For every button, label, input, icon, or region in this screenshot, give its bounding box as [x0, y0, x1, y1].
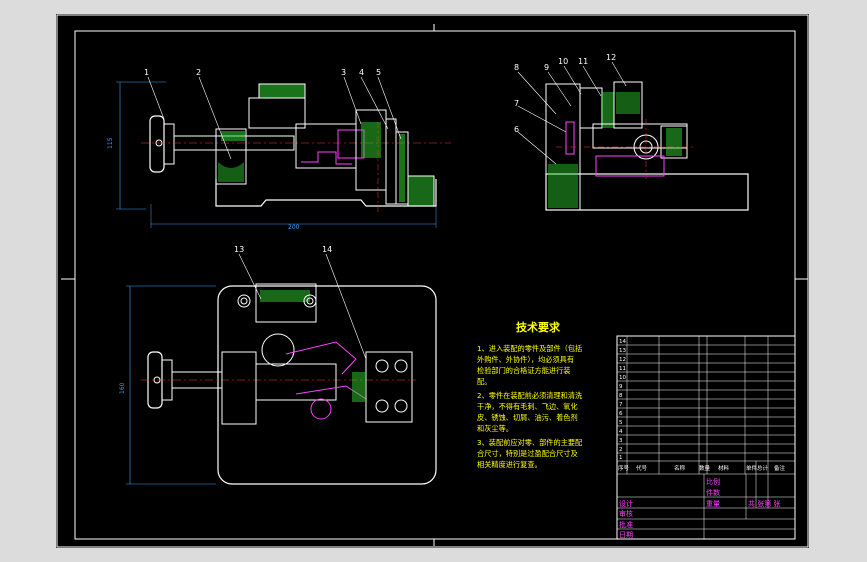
- balloon-13: 13: [234, 245, 244, 254]
- inner-frame: [74, 30, 796, 540]
- tech-line: 和灰尘等。: [477, 424, 513, 433]
- tech-line: 2、零件在装配前必须清理和清洗: [477, 391, 582, 400]
- balloon-6: 6: [514, 125, 519, 134]
- row-number: 6: [619, 411, 623, 417]
- tb-label: 比例: [706, 477, 720, 486]
- header-cell: 单件: [746, 464, 758, 472]
- tb-label: 日期: [619, 531, 633, 539]
- tech-line: 干净，不得有毛刺、飞边、氧化: [477, 402, 578, 411]
- tech-line: 皮、锈蚀、切屑、油污、着色剂: [477, 413, 578, 422]
- tech-line: 1、进入装配的零件及部件（包括: [477, 344, 582, 353]
- dim-front-width: 200: [288, 224, 300, 231]
- tech-line: 3、装配前应对零、部件的主要配: [477, 438, 582, 447]
- balloon-14: 14: [322, 245, 332, 254]
- row-number: 14: [619, 339, 626, 345]
- tb-label: 审核: [619, 509, 633, 518]
- tb-label: 批准: [619, 520, 633, 529]
- header-cell: 名称: [674, 464, 686, 472]
- row-number: 13: [619, 348, 626, 354]
- header-cell: 材料: [718, 464, 730, 472]
- balloon-7: 7: [514, 99, 519, 108]
- row-number: 9: [619, 384, 623, 390]
- row-number: 8: [619, 393, 623, 399]
- row-number: 2: [619, 447, 623, 453]
- header-cell: 备注: [774, 464, 786, 472]
- drawing-sheet: 115 200: [56, 14, 809, 548]
- front-view: 115 200: [107, 68, 451, 231]
- side-view: 8 9 10 11 12 7 6: [514, 53, 749, 211]
- row-number: 10: [619, 375, 626, 381]
- balloon-12: 12: [606, 53, 616, 62]
- tb-label: 重量: [706, 500, 720, 508]
- row-number: 11: [619, 366, 626, 372]
- row-number: 12: [619, 357, 626, 363]
- drawing-canvas: 115 200: [56, 14, 809, 548]
- dim-top-height: 160: [119, 382, 126, 394]
- header-cell: 数量: [699, 464, 711, 472]
- row-number: 1: [619, 455, 623, 461]
- balloon-4: 4: [359, 68, 364, 77]
- row-number: 4: [619, 429, 623, 435]
- row-number: 5: [619, 420, 623, 426]
- technical-requirements: 技术要求 1、进入装配的零件及部件（包括 外购件、外协件），均必须具有 检验部门…: [477, 320, 582, 469]
- header-cell: 代号: [636, 464, 648, 472]
- row-number: 3: [619, 438, 623, 444]
- tech-line: 检验部门的合格证方能进行装: [477, 366, 570, 375]
- outer-frame: [56, 14, 809, 548]
- balloon-9: 9: [544, 63, 549, 72]
- balloon-8: 8: [514, 63, 519, 72]
- tb-label: 件数: [706, 488, 720, 497]
- tb-label: 设计: [619, 499, 633, 508]
- balloon-10: 10: [558, 57, 568, 66]
- title-block: 14 13 12 11 10 9 8 7 6 5 4 3 2 1 序号 代号 名…: [616, 335, 796, 540]
- dim-front-height: 115: [107, 137, 114, 149]
- row-number: 7: [619, 402, 623, 408]
- balloon-1: 1: [144, 68, 149, 77]
- header-cell: 总计: [757, 464, 769, 472]
- tech-line: 合尺寸，特别是过盈配合尺寸及: [477, 449, 578, 458]
- tech-title: 技术要求: [516, 320, 561, 334]
- tech-line: 相关精度进行复查。: [477, 460, 542, 469]
- balloon-3: 3: [341, 68, 346, 77]
- balloon-2: 2: [196, 68, 201, 77]
- balloon-11: 11: [578, 57, 588, 66]
- tech-line: 配。: [477, 377, 491, 386]
- tech-line: 外购件、外协件），均必须具有: [477, 355, 574, 364]
- header-cell: 序号: [618, 464, 630, 472]
- balloon-5: 5: [376, 68, 381, 77]
- tb-label: 共 张第 张: [748, 499, 780, 508]
- top-view: 160: [119, 245, 437, 485]
